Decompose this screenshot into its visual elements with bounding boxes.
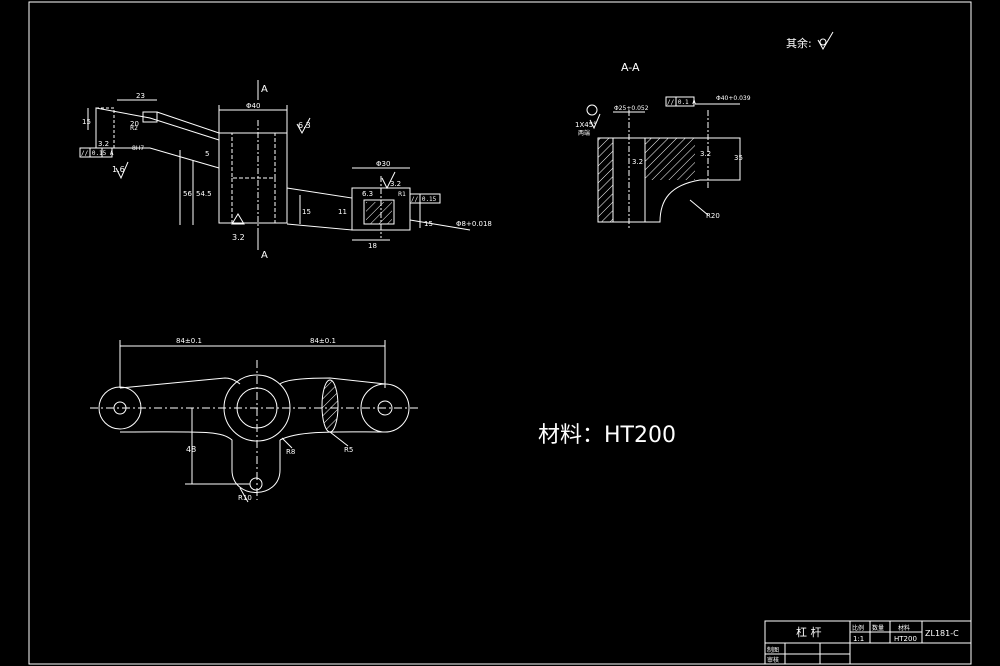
section-dim-d25: Φ25+0.052	[614, 105, 649, 112]
section-mark-top: A	[261, 84, 268, 95]
section-dim-r20: R20	[706, 212, 720, 220]
roughness-32: 3.2	[232, 233, 245, 242]
drawing-number: ZL181-C	[925, 629, 959, 638]
section-roughness-32b: 3.2	[700, 150, 711, 158]
section-dim-d40: Φ40+0.039	[716, 95, 751, 102]
dim-54: 54.5	[196, 190, 212, 198]
section-chamfer-note: 两端	[578, 129, 590, 137]
section-geo-tol: // 0.1 A	[667, 99, 696, 106]
scale-header: 比例	[852, 624, 864, 632]
roughness-16: 1.6	[112, 165, 125, 174]
dim-r1: R1	[398, 191, 406, 198]
roughness-63: 6.3	[298, 121, 311, 130]
dim-5: 5	[205, 150, 209, 158]
drawing-border	[28, 1, 972, 665]
roughness-32c: 3.2	[98, 140, 109, 148]
front-view	[79, 80, 471, 250]
scale-value: 1:1	[853, 635, 864, 643]
roughness-32b: 3.2	[390, 180, 401, 188]
material-value: HT200	[894, 635, 917, 643]
top-dim-r10: R10	[238, 494, 252, 502]
dim-15-right: 15	[424, 220, 433, 228]
material-header: 材料	[898, 624, 910, 632]
dim-23: 23	[136, 92, 145, 100]
geo-tol-right: // 0.15	[411, 196, 437, 203]
dim-15-mid: 15	[302, 208, 311, 216]
top-dim-r5: R5	[344, 446, 353, 454]
dim-20-side: 20	[130, 120, 139, 128]
part-name: 杠 杆	[796, 625, 822, 639]
dim-d40: Φ40	[246, 102, 260, 110]
top-dim-48: 48	[186, 445, 196, 454]
section-view	[586, 96, 741, 230]
roughness-63b: 6.3	[362, 190, 373, 198]
section-mark-bottom: A	[261, 250, 268, 261]
top-dim-r8: R8	[286, 448, 295, 456]
qty-header: 数量	[872, 624, 884, 632]
top-view	[90, 340, 420, 503]
section-roughness-32: 3.2	[632, 158, 643, 166]
material-note: 材料：HT200	[538, 423, 676, 448]
dim-56: 56	[183, 190, 192, 198]
dim-11: 11	[338, 208, 347, 216]
dim-8h7: 8H7	[132, 145, 144, 152]
dim-r2: R2	[130, 125, 138, 132]
dim-18: 18	[368, 242, 377, 250]
geo-tol-left: // 0.15 A	[81, 150, 114, 157]
dim-hole-fit: Φ8+0.018	[456, 220, 492, 228]
surface-finish-note: 其余:	[786, 36, 812, 50]
dim-15-left: 15	[82, 118, 91, 126]
dim-d30: Φ30	[376, 160, 390, 168]
roughness-circle-icon	[819, 38, 827, 46]
section-chamfer: 1X45°	[575, 121, 597, 129]
title-block	[764, 620, 972, 665]
checked-by-label: 审核	[767, 656, 779, 664]
drawn-by-label: 制图	[767, 646, 779, 654]
top-dim-right: 84±0.1	[310, 337, 336, 345]
section-title: A-A	[621, 61, 640, 74]
section-dim-35: 35	[734, 154, 743, 162]
top-dim-left: 84±0.1	[176, 337, 202, 345]
